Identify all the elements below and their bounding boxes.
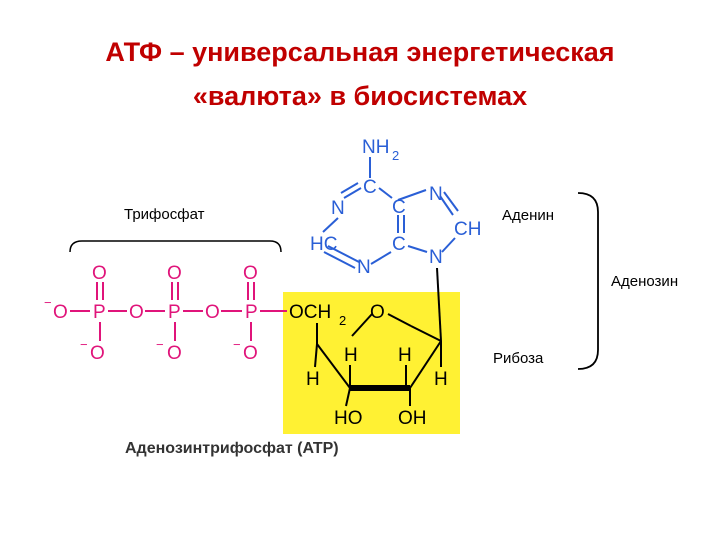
adenine-bonds (322, 182, 459, 269)
atom-p3: P (245, 302, 258, 323)
atom-o-bridge-2: O (205, 302, 220, 323)
atom-nh: NH (362, 137, 389, 158)
label-ribose: Рибоза (493, 350, 544, 367)
title-line-2: «валюта» в биосистемах (192, 81, 528, 111)
title-line-1: АТФ – универсальная энергетическая (105, 37, 615, 67)
atom-och: OCH (289, 302, 331, 323)
atom-hc2: HC (310, 234, 337, 255)
ribose-group: OCH 2 O H H H H HO OH (289, 302, 448, 429)
adenine-group: NH 2 C N N C CH HC C N N (310, 137, 481, 278)
charge-minus-left: − (44, 295, 52, 310)
atom-n3: N (357, 257, 371, 278)
atom-h-c4: H (306, 369, 320, 390)
atom-nh-sub: 2 (392, 148, 399, 163)
atom-o-p1-top: O (92, 263, 107, 284)
atom-h-c1: H (434, 369, 448, 390)
atom-ring-o: O (370, 302, 385, 323)
atom-o-p2-top: O (167, 263, 182, 284)
atom-o-p3-bottom: O (243, 343, 258, 364)
atom-ch8: CH (454, 219, 481, 240)
ribose-bonds (314, 313, 442, 407)
atom-o-bridge-1: O (129, 302, 144, 323)
atom-h-c3-up: H (344, 345, 358, 366)
atom-o-terminal: O (53, 302, 68, 323)
atom-och-sub: 2 (339, 313, 346, 328)
atom-n9: N (429, 247, 443, 268)
atom-p2: P (168, 302, 181, 323)
phosphate-bonds (70, 282, 287, 341)
atom-c6: C (363, 177, 377, 198)
triphosphate-group: O O O − O P O P O P − O − O − O (44, 263, 287, 364)
charge-minus-p2: − (156, 337, 164, 352)
charge-minus-p1: − (80, 337, 88, 352)
atom-o-p3-top: O (243, 263, 258, 284)
label-adenine: Аденин (502, 207, 555, 224)
atom-n7: N (429, 184, 443, 205)
bond-n9-c1prime (436, 267, 442, 342)
triphosphate-bracket (69, 240, 282, 253)
label-adenosine: Аденозин (611, 273, 679, 290)
atom-oh-c2: OH (398, 408, 427, 429)
atom-p1: P (93, 302, 106, 323)
diagram-caption: Аденозинтрифосфат (ATP) (125, 440, 339, 457)
atom-o-p2-bottom: O (167, 343, 182, 364)
adenosine-bracket (577, 192, 599, 370)
atom-h-c2-up: H (398, 345, 412, 366)
atom-c5: C (392, 197, 406, 218)
slide-title: АТФ – универсальная энергетическая «валю… (0, 30, 720, 118)
atom-c4: C (392, 234, 406, 255)
label-triphosphate: Трифосфат (124, 206, 205, 223)
atom-o-p1-bottom: O (90, 343, 105, 364)
atom-n1: N (331, 198, 345, 219)
atom-ho-c3: HO (334, 408, 363, 429)
charge-minus-p3: − (233, 337, 241, 352)
